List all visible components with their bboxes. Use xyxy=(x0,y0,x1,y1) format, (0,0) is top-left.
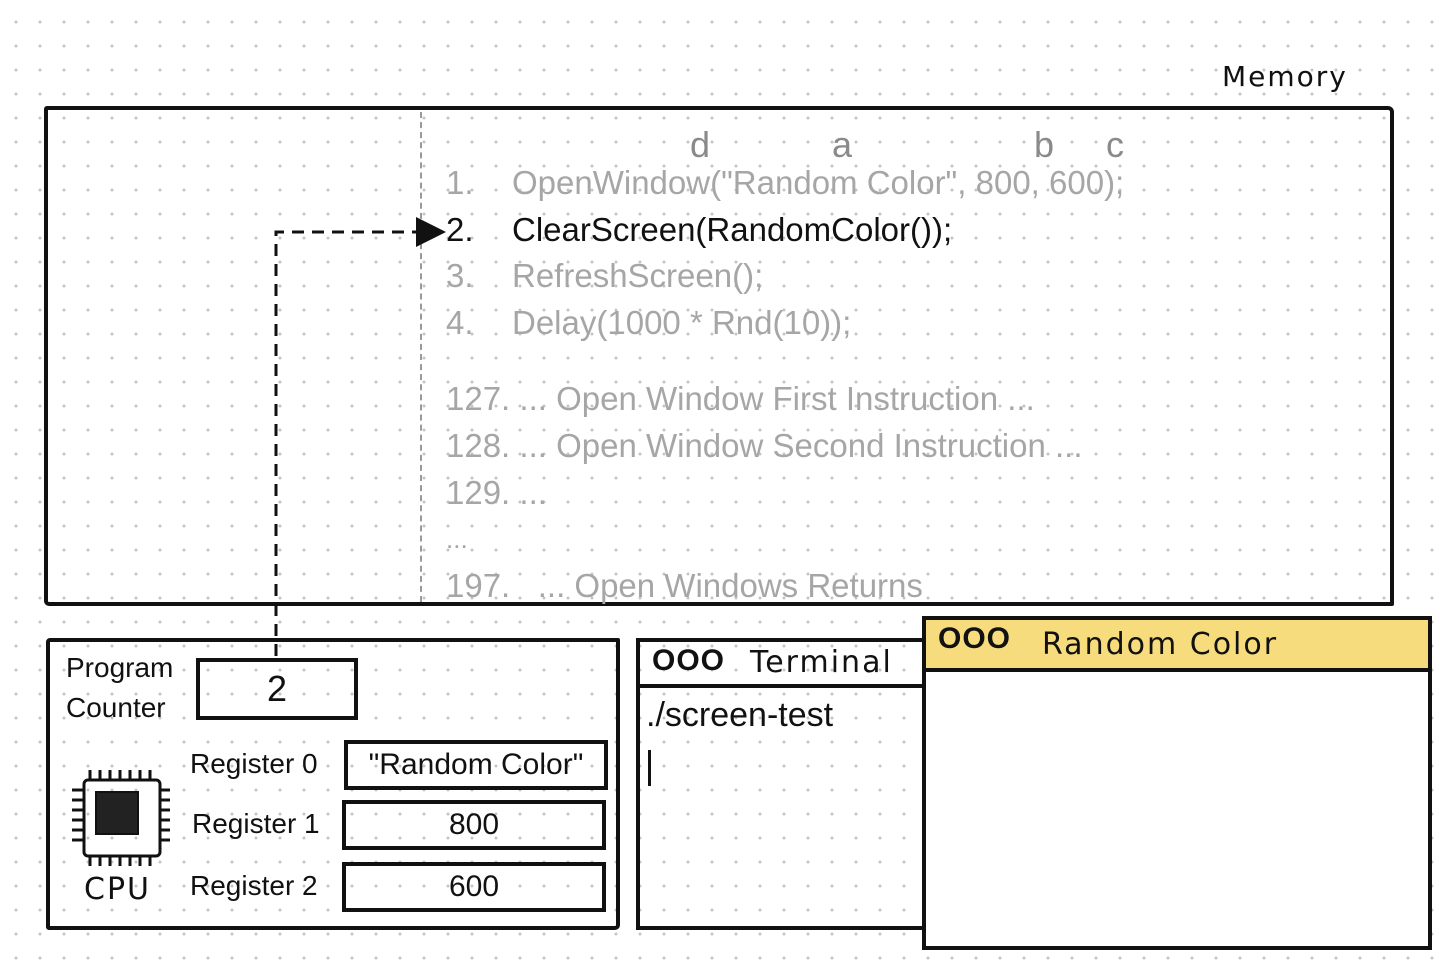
code-line-2-current: 2. ClearScreen(RandomColor()); xyxy=(0,211,1300,251)
code-text: ClearScreen(RandomColor()); xyxy=(512,211,953,248)
arg-letter-a: a xyxy=(832,124,853,165)
cpu-chip-icon xyxy=(72,770,170,866)
code-text: Delay(1000 * Rnd(10)); xyxy=(512,304,852,341)
register-0-value: "Random Color" xyxy=(344,740,608,790)
line-number: 2. xyxy=(446,211,474,248)
program-counter-label-line2: Counter xyxy=(66,692,166,723)
terminal-titlebar xyxy=(636,638,936,688)
terminal-window xyxy=(636,638,936,930)
arg-letter-b: b xyxy=(1034,124,1055,165)
line-number: 1. xyxy=(446,164,474,201)
memory-line-128: 128. ... Open Window Second Instruction … xyxy=(446,427,1083,464)
register-1-value: 800 xyxy=(342,800,606,850)
terminal-command: ./screen-test xyxy=(646,696,834,734)
line-number: 4. xyxy=(446,304,474,341)
memory-line-129: 129. ... xyxy=(446,474,547,511)
register-2-label: Register 2 xyxy=(190,870,318,901)
memory-title: Memory xyxy=(1222,60,1348,93)
code-line-4: 4. Delay(1000 * Rnd(10)); xyxy=(0,304,1300,344)
random-color-window-buttons[interactable]: OOO xyxy=(938,622,1012,655)
terminal-cursor xyxy=(648,750,651,786)
memory-ellipsis: ... xyxy=(446,524,468,554)
memory-line-127: 127. ... Open Window First Instruction .… xyxy=(446,380,1035,417)
terminal-title: Terminal xyxy=(750,645,893,680)
program-counter-value: 2 xyxy=(196,658,358,720)
register-1-label: Register 1 xyxy=(192,808,320,839)
random-color-title: Random Color xyxy=(1042,627,1279,662)
cpu-label: CPU xyxy=(84,872,151,907)
arg-letter-c: c xyxy=(1106,124,1124,165)
code-text: RefreshScreen(); xyxy=(512,257,764,294)
code-text: OpenWindow("Random Color", 800, 600); xyxy=(512,164,1125,201)
code-line-1: 1. OpenWindow("Random Color", 800, 600); xyxy=(0,164,1300,204)
program-counter-label-line1: Program xyxy=(66,652,174,683)
terminal-window-buttons[interactable]: OOO xyxy=(652,644,726,677)
random-color-titlebar xyxy=(926,620,1428,672)
memory-line-197: 197. ... Open Windows Returns xyxy=(446,567,923,604)
register-2-value: 600 xyxy=(342,862,606,912)
arg-letter-d: d xyxy=(690,124,711,165)
line-number: 3. xyxy=(446,257,474,294)
memory-box xyxy=(44,106,1394,606)
code-line-3: 3. RefreshScreen(); xyxy=(0,257,1300,297)
register-0-label: Register 0 xyxy=(190,748,318,779)
